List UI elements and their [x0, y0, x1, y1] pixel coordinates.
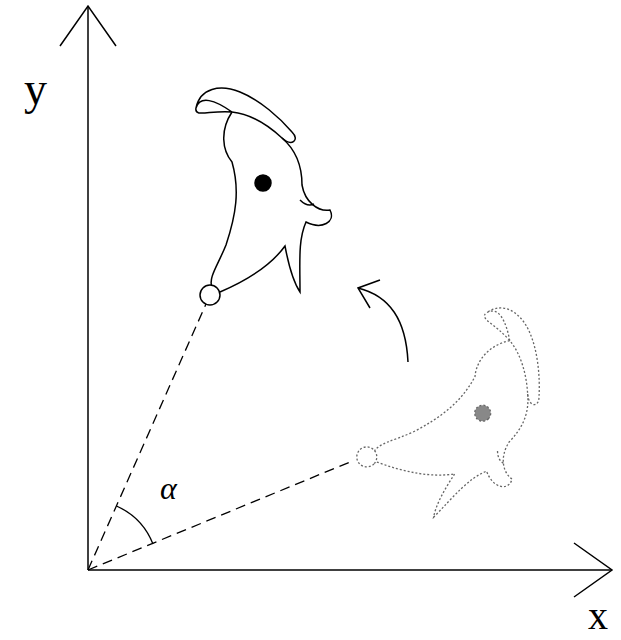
goat-rotated: [196, 88, 332, 305]
angle-label: α: [160, 472, 177, 504]
angle-arc: [117, 506, 154, 544]
radius-line: [88, 304, 206, 570]
radius-lines: [88, 304, 350, 570]
x-axis: [88, 569, 612, 571]
radius-line: [88, 462, 350, 570]
axis-label: y: [24, 66, 47, 112]
axis-arrowhead: [60, 6, 116, 46]
axis-arrowhead: [574, 543, 612, 597]
goat-original: [350, 298, 598, 548]
y-axis: [87, 6, 89, 570]
axis-label: x: [588, 596, 608, 636]
axes: [60, 6, 612, 597]
rotation-arrow: [358, 280, 408, 362]
